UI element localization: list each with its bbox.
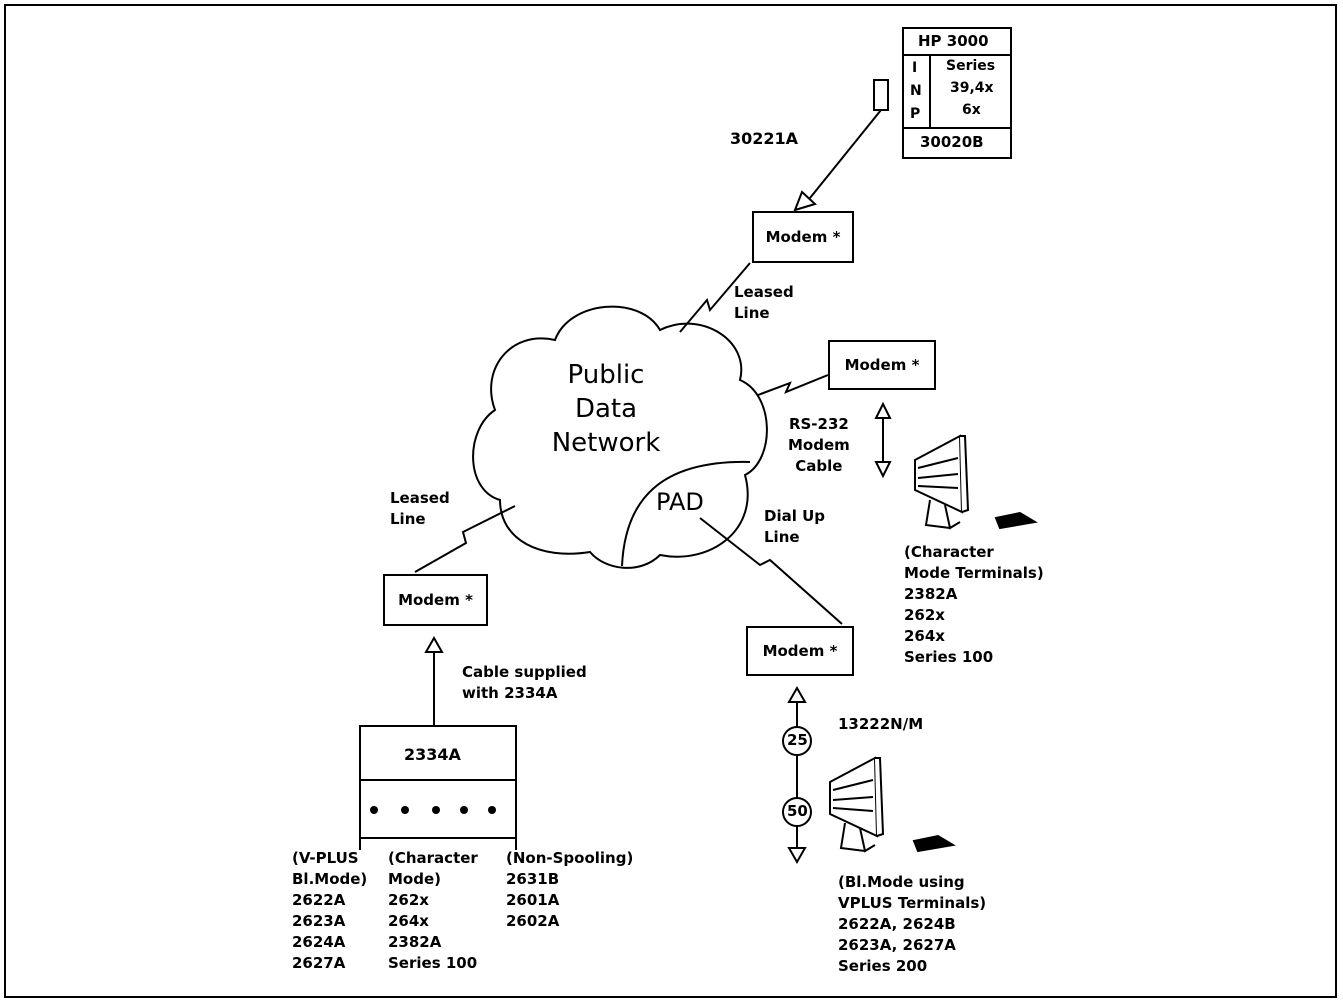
connector-25-label: 25 xyxy=(787,730,808,751)
dial-up-line-label: Dial Up Line xyxy=(764,506,825,548)
right-modem-line xyxy=(758,375,828,395)
cluster-column-vplus: (V-PLUS Bl.Mode) 2622A 2623A 2624A 2627A xyxy=(292,848,367,974)
cloud-label: Public Data Network xyxy=(506,358,706,460)
terminal-icon-character xyxy=(915,436,1035,528)
host-port xyxy=(874,80,888,110)
cable-13222-label: 13222N/M xyxy=(838,714,923,735)
block-terminal-list: (Bl.Mode using VPLUS Terminals) 2622A, 2… xyxy=(838,872,986,977)
inp-letter-n: N xyxy=(910,81,922,102)
leased-line-top-label: Leased Line xyxy=(734,282,794,324)
inp-letter-i: I xyxy=(912,58,917,79)
pad-label: PAD xyxy=(656,488,704,516)
modem-bottom: Modem * xyxy=(746,626,854,676)
host-cable-label: 30221A xyxy=(730,128,798,149)
host-series-line-2: 39,4x xyxy=(950,78,994,99)
character-terminal-list: (Character Mode Terminals) 2382A 262x 26… xyxy=(904,542,1044,668)
rs232-cable-label: RS-232 Modem Cable xyxy=(788,414,850,477)
cluster-column-character: (Character Mode) 262x 264x 2382A Series … xyxy=(388,848,478,974)
terminal-icon-block xyxy=(830,758,953,851)
host-board: 30020B xyxy=(920,132,984,153)
cluster-box xyxy=(360,726,516,838)
host-cable-line xyxy=(810,110,881,198)
inp-letter-p: P xyxy=(910,104,920,125)
modem-left: Modem * xyxy=(383,574,488,626)
cable-supplied-label: Cable supplied with 2334A xyxy=(462,662,587,704)
host-title: HP 3000 xyxy=(918,31,989,52)
cluster-column-nonspooling: (Non-Spooling) 2631B 2601A 2602A xyxy=(506,848,633,932)
modem-top: Modem * xyxy=(752,211,854,263)
host-series-line-1: Series xyxy=(946,56,995,77)
connector-50-label: 50 xyxy=(787,801,808,822)
cluster-box-title: 2334A xyxy=(404,744,461,765)
cluster-ports xyxy=(370,806,496,814)
modem-right: Modem * xyxy=(828,340,936,390)
host-series-line-3: 6x xyxy=(962,100,981,121)
leased-line-left-label: Leased Line xyxy=(390,488,450,530)
